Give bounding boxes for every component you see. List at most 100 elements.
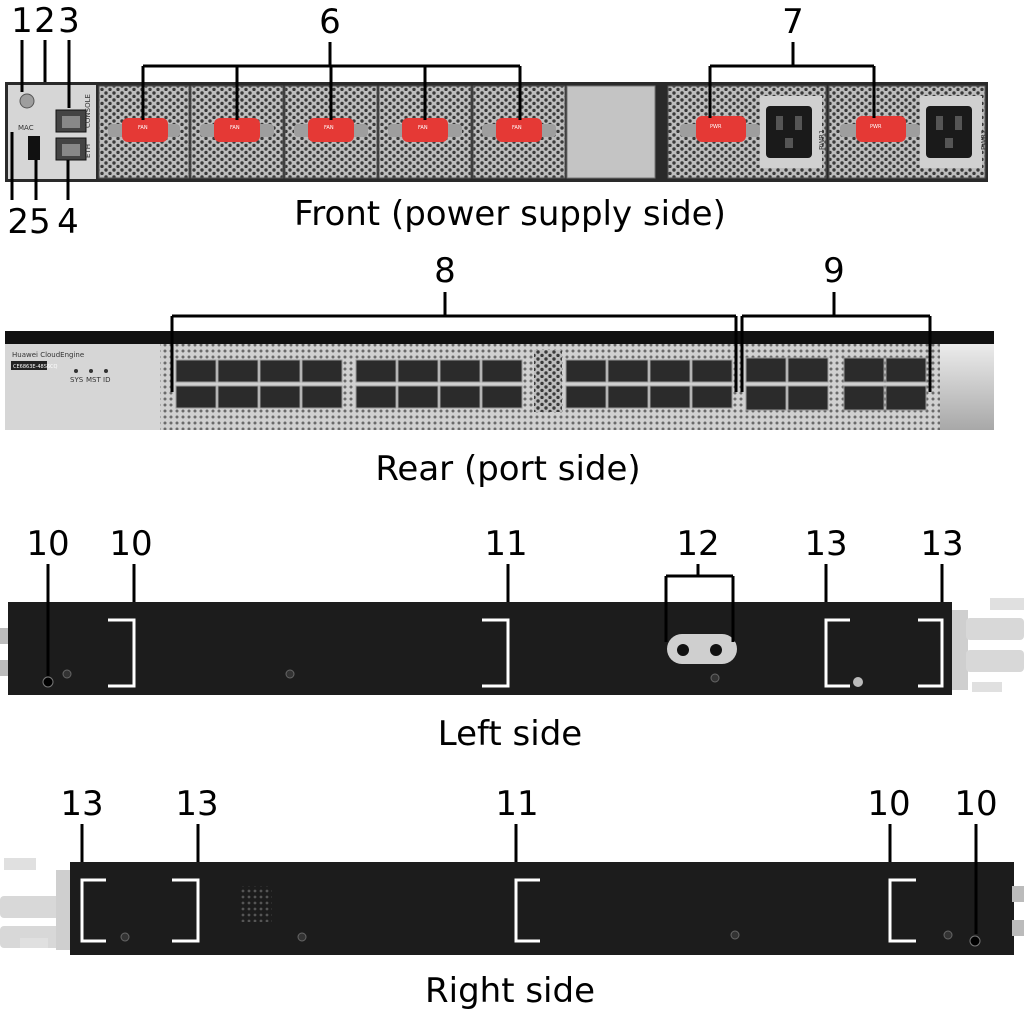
qsfp-port <box>885 385 927 411</box>
left-callout-13b: 13 <box>920 524 963 564</box>
svg-text:FAN: FAN <box>138 125 148 131</box>
left-callout-11: 11 <box>484 524 527 564</box>
fan-handle <box>308 118 354 142</box>
bracket-right-10 <box>888 878 916 943</box>
power-module: PWR PWR2 <box>828 85 988 179</box>
rear-port-groups <box>175 350 927 412</box>
bracket-right-13b <box>172 878 200 943</box>
front-view: MAC CONSOLE ETH FAN FAN <box>5 1 988 242</box>
sfp-port <box>481 359 523 383</box>
brand-label: Huawei CloudEngine <box>12 351 84 359</box>
bracket-7 <box>708 42 876 118</box>
callout-8: 8 <box>434 251 456 291</box>
rear-caption: Rear (port side) <box>375 449 640 489</box>
qsfp-port <box>745 385 787 411</box>
leader-left-12 <box>664 564 735 642</box>
left-callout-10b: 10 <box>109 524 152 564</box>
left-callout-10a: 10 <box>26 524 69 564</box>
bracket-8 <box>170 292 738 392</box>
bracket-left-13a <box>824 618 850 688</box>
sfp-port <box>259 385 301 409</box>
filler-panel <box>566 85 656 179</box>
right-caption: Right side <box>425 971 595 1011</box>
fan-modules: FAN FAN FAN FAN <box>98 85 566 179</box>
sfp-port <box>259 359 301 383</box>
fan-handle <box>402 118 448 142</box>
model-label: CE6863E-48S6CQ <box>13 364 58 370</box>
callout-3: 3 <box>58 1 80 41</box>
power-handle <box>856 116 906 142</box>
sfp-port <box>355 359 397 383</box>
right-callout-13b: 13 <box>175 784 218 824</box>
sfp-port <box>217 385 259 409</box>
bracket-left-11 <box>482 618 510 688</box>
svg-text:FAN: FAN <box>512 125 522 131</box>
bracket-right-11 <box>514 878 540 943</box>
right-callout-10a: 10 <box>867 784 910 824</box>
power-socket <box>926 106 972 158</box>
sfp-port <box>481 385 523 409</box>
ground-screw-icon <box>19 93 35 109</box>
sfp-port <box>565 359 607 383</box>
sfp-port <box>649 385 691 409</box>
fan-handle <box>214 118 260 142</box>
sfp-port <box>439 385 481 409</box>
sfp-port <box>691 359 733 383</box>
fan-handle <box>122 118 168 142</box>
sfp-port <box>397 359 439 383</box>
left-side-view: 10 10 11 12 13 13 Left side <box>0 524 1024 754</box>
pwr1-label: PWR1 <box>818 130 826 150</box>
power-socket <box>766 106 812 158</box>
svg-text:FAN: FAN <box>230 125 240 131</box>
sfp-port <box>301 359 343 383</box>
svg-text:FAN: FAN <box>324 125 334 131</box>
led-mst-label: MST <box>86 376 101 384</box>
power-handle <box>696 116 746 142</box>
bracket-9 <box>740 292 932 392</box>
sfp-port <box>355 385 397 409</box>
led-sys-label: SYS <box>70 376 84 384</box>
sfp-port <box>607 385 649 409</box>
callout-9: 9 <box>823 251 845 291</box>
vent-grille <box>240 886 272 922</box>
sfp-port <box>691 385 733 409</box>
qsfp-port <box>787 385 829 411</box>
rear-view: Huawei CloudEngine CE6863E-48S6CQ SYS MS… <box>5 251 994 489</box>
qsfp-port <box>745 357 787 383</box>
svg-text:PWR: PWR <box>870 124 882 130</box>
qsfp-port <box>843 385 885 411</box>
sfp-port <box>217 359 259 383</box>
sfp-port <box>175 385 217 409</box>
svg-text:FAN: FAN <box>418 125 428 131</box>
sfp-port <box>565 385 607 409</box>
svg-text:PWR: PWR <box>710 124 722 130</box>
right-callout-11: 11 <box>495 784 538 824</box>
left-chassis <box>8 602 952 695</box>
sfp-port <box>301 385 343 409</box>
qsfp-port <box>885 357 927 383</box>
bracket-6 <box>141 42 522 120</box>
pwr2-label: PWR2 <box>980 130 988 150</box>
led-id-label: ID <box>103 376 110 384</box>
callout-1: 1 <box>11 1 33 41</box>
bracket-left-13b <box>918 618 944 688</box>
sfp-port <box>439 359 481 383</box>
power-module: PWR PWR1 <box>667 85 827 179</box>
qsfp-port <box>787 357 829 383</box>
mac-label: MAC <box>18 124 34 132</box>
bracket-right-13a <box>80 878 106 943</box>
sfp-port <box>607 359 649 383</box>
left-callout-13a: 13 <box>804 524 847 564</box>
eth-label: ETH <box>84 144 92 158</box>
usb-port <box>28 136 40 160</box>
callout-2: 2 <box>34 1 56 41</box>
right-callout-10b: 10 <box>954 784 997 824</box>
left-callout-12: 12 <box>676 524 719 564</box>
bracket-left-10 <box>108 618 136 688</box>
rear-chassis-top <box>5 331 994 344</box>
right-chassis <box>70 862 1014 955</box>
right-side-view: 13 13 11 10 10 Right side <box>0 784 1024 1011</box>
left-caption: Left side <box>438 714 582 754</box>
right-callout-13a: 13 <box>60 784 103 824</box>
